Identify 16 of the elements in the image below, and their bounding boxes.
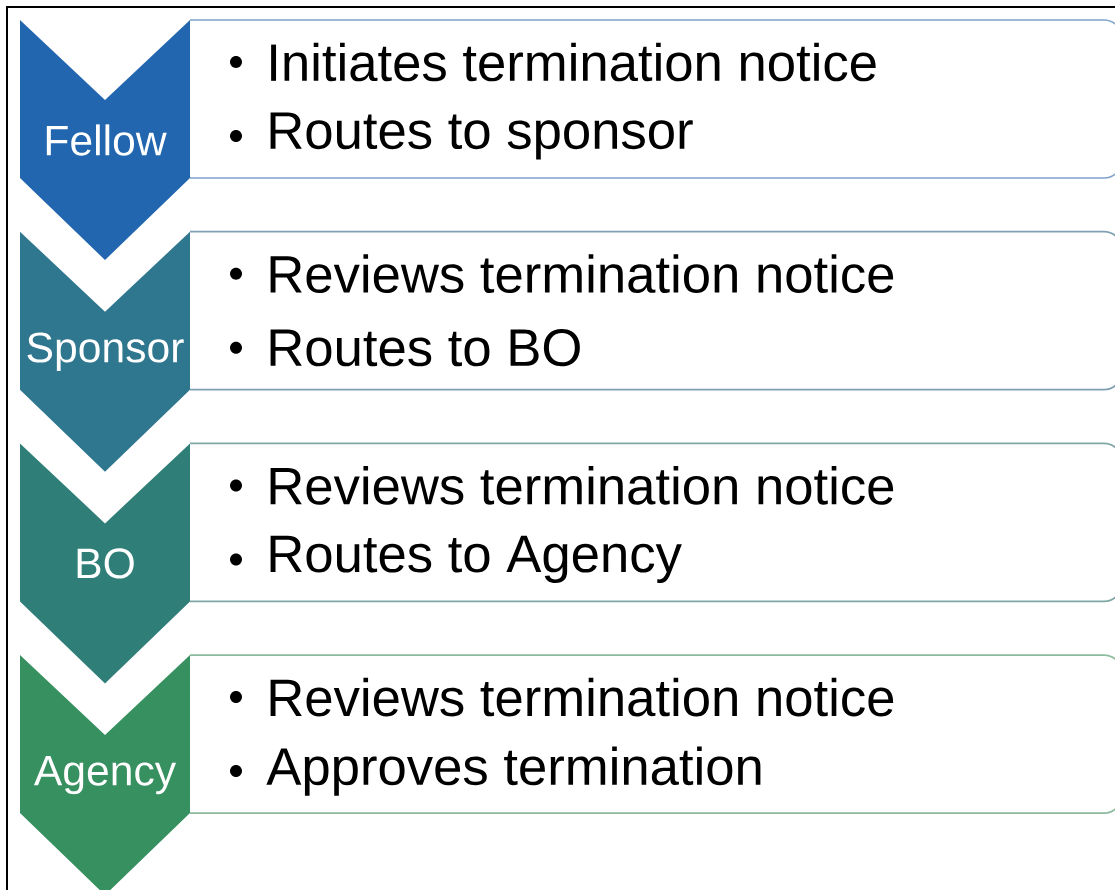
node-label: Reviews termination notice xyxy=(270,466,894,505)
node-label: Routes to sponsor xyxy=(270,112,693,160)
node-label: Routes to Agency xyxy=(270,535,682,583)
bullet-box: Reviews termination notice Routes to BO xyxy=(189,230,1115,391)
step-banner: Fellow xyxy=(20,20,190,260)
node-label: Approves termination xyxy=(266,746,761,796)
node-label: Routes to BO xyxy=(270,329,580,367)
bullet-box: Reviews termination notice Routes to Agency xyxy=(189,442,1115,603)
node-label: Reviews termination notice xyxy=(270,677,894,717)
step-banner: BO xyxy=(20,443,190,684)
step-banner: Sponsor xyxy=(20,231,190,472)
node-label: Reviews termination notice xyxy=(270,254,894,294)
bullet-box: Reviews termination notice Approves termination xyxy=(189,654,1115,814)
step-banner: Agency xyxy=(20,655,190,890)
bullet-box: Initiates termination notice Routes to sponsor xyxy=(189,19,1115,179)
node-label: Initiates termination notice xyxy=(271,42,876,82)
